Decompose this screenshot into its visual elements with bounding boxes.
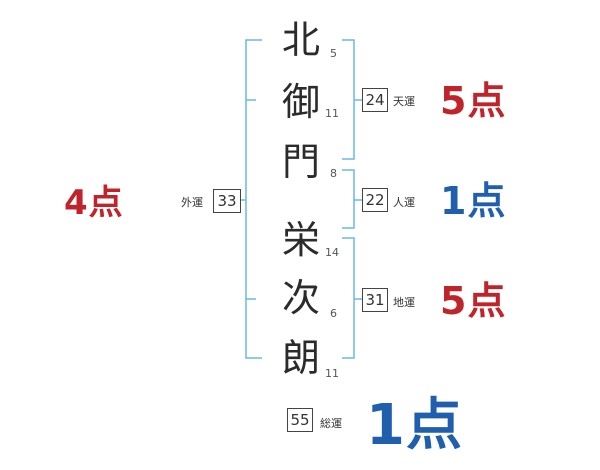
name-char-4: 栄 bbox=[281, 218, 320, 262]
soukaku-value: 55 bbox=[287, 408, 313, 432]
chikaku-label: 地運 bbox=[393, 296, 415, 309]
chikaku-value: 31 bbox=[362, 288, 388, 312]
stroke-count-3: 8 bbox=[330, 167, 337, 180]
stroke-count-6: 11 bbox=[325, 367, 339, 380]
jinkaku-label: 人運 bbox=[393, 196, 415, 209]
soukaku-score: 1点 bbox=[366, 393, 463, 458]
name-char-3: 門 bbox=[281, 140, 320, 184]
name-char-1: 北 bbox=[281, 18, 320, 62]
name-char-6: 朗 bbox=[281, 336, 320, 380]
stroke-count-2: 11 bbox=[325, 107, 339, 120]
tenkaku-label: 天運 bbox=[393, 95, 415, 108]
jinkaku-value: 22 bbox=[362, 188, 388, 212]
gaikaku-score: 4点 bbox=[64, 183, 124, 223]
tenkaku-score: 5点 bbox=[440, 79, 507, 123]
name-char-5: 次 bbox=[281, 276, 320, 320]
stroke-count-1: 5 bbox=[330, 47, 337, 60]
chikaku-score: 5点 bbox=[440, 279, 507, 323]
stroke-count-4: 14 bbox=[325, 246, 339, 259]
tenkaku-value: 24 bbox=[362, 88, 388, 112]
name-char-2: 御 bbox=[281, 80, 320, 124]
soukaku-label: 総運 bbox=[320, 417, 342, 430]
stroke-count-5: 6 bbox=[330, 307, 337, 320]
gaikaku-label: 外運 bbox=[181, 196, 203, 209]
gaikaku-value: 33 bbox=[213, 189, 241, 213]
jinkaku-score: 1点 bbox=[440, 179, 507, 223]
